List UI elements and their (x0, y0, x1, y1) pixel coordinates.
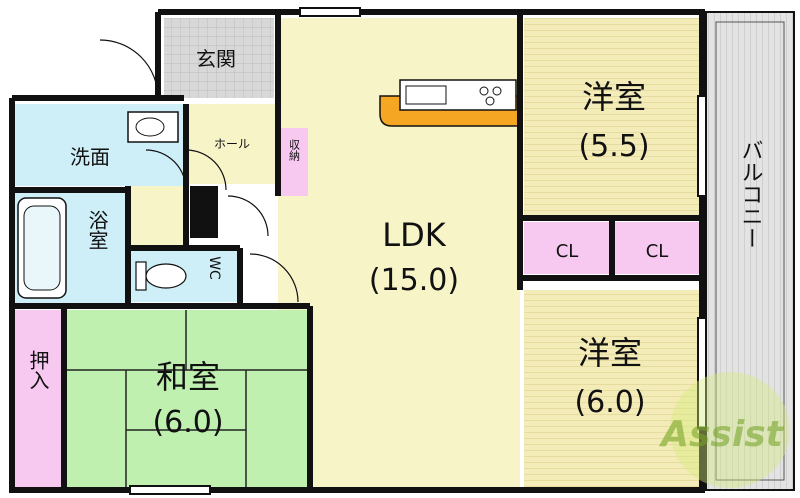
corridor-area (130, 186, 186, 246)
yoshitsu-b-room (524, 290, 704, 490)
watermark-logo: Assist (658, 372, 790, 488)
watermark-text: Assist (658, 414, 784, 455)
hall-label: ホール (214, 137, 250, 151)
senmen-label: 洗面 (70, 145, 110, 169)
walls (9, 9, 705, 493)
balcony-label: バルコニー (738, 139, 763, 249)
ldk-size: (15.0) (369, 263, 459, 298)
kitchen-counter (379, 79, 521, 127)
yokushitsu-label: 浴室 (85, 210, 109, 250)
windows (129, 7, 707, 495)
washitsu-name: 和室 (156, 358, 220, 396)
yoshitsu-a-size: (5.5) (578, 129, 649, 164)
shuno-label: 収納 (288, 139, 301, 162)
yoshitsu-b-size: (6.0) (574, 385, 645, 420)
oshiire-label: 押入 (26, 350, 50, 390)
ldk-room-extension (310, 300, 520, 490)
wc-label: WC (206, 256, 222, 280)
storage-area (280, 128, 308, 196)
toilet (135, 261, 187, 291)
balcony (705, 11, 795, 491)
yoshitsu-b-name: 洋室 (578, 334, 642, 372)
yoshitsu-a-room (524, 18, 704, 216)
hall-area (186, 104, 276, 184)
closet-a-area (524, 222, 610, 274)
yoshitsu-a-name: 洋室 (582, 78, 646, 116)
genkan-area (164, 18, 274, 98)
closet-b-label: CL (646, 241, 669, 262)
tatami-area (66, 310, 310, 490)
washitsu-size: (6.0) (152, 405, 223, 440)
structural-column (190, 186, 218, 238)
oshiire-area (12, 310, 64, 490)
closet-b-area (614, 222, 700, 274)
door-swings (99, 39, 299, 303)
genkan-label: 玄関 (196, 47, 236, 71)
tatami-mats (66, 310, 310, 490)
ldk-name: LDK (382, 216, 446, 254)
closet-a-label: CL (556, 241, 579, 262)
